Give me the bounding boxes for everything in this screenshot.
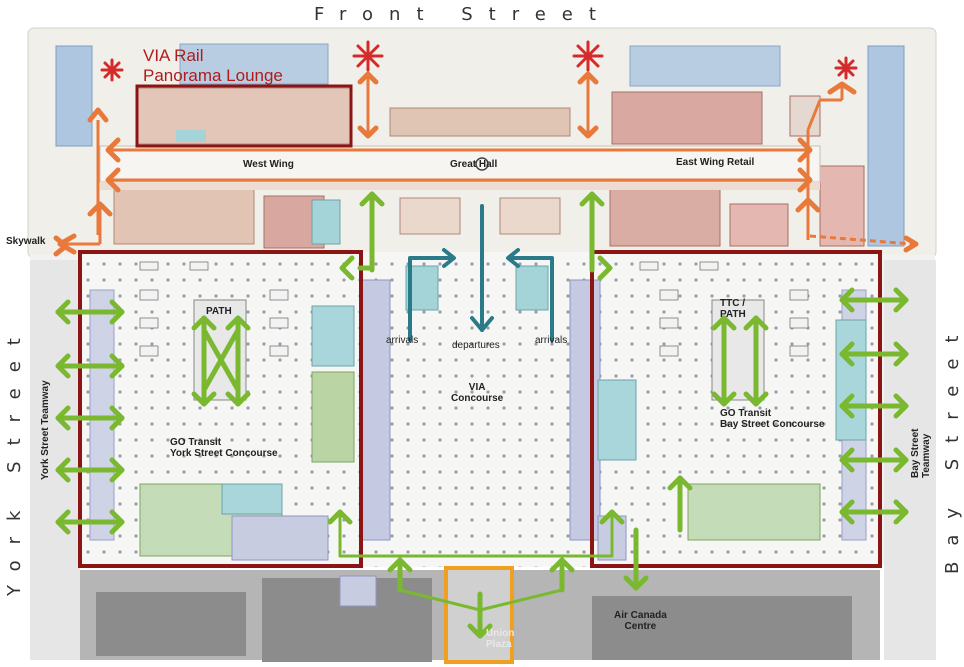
go-bay-concourse-label: GO Transit Bay Street Concourse	[720, 408, 825, 430]
union-plaza-label: Union Plaza	[486, 628, 515, 650]
air-canada-centre-label: Air Canada Centre	[614, 610, 667, 632]
skywalk-label: Skywalk	[6, 236, 46, 247]
go-york-concourse-label: GO Transit York Street Concourse	[170, 437, 278, 459]
bay-street-label: Bay Street	[942, 319, 963, 574]
great-hall-label: Great Hall	[450, 159, 498, 170]
arrivals-right-label: arrivals	[535, 335, 568, 346]
via-panorama-lounge-label: VIA Rail Panorama Lounge	[143, 46, 283, 85]
bay-street-teamway-label: Bay Street Teamway	[910, 428, 932, 478]
arrivals-left-label: arrivals	[386, 335, 419, 346]
west-wing-label: West Wing	[243, 159, 294, 170]
front-street-label: Front Street	[314, 4, 612, 25]
east-wing-retail-label: East Wing Retail	[676, 157, 755, 168]
path-west-label: PATH	[206, 306, 232, 317]
via-concourse-label: VIA Concourse	[451, 382, 504, 404]
departures-label: departures	[452, 340, 500, 351]
ttc-path-label: TTC / PATH	[720, 298, 746, 320]
york-street-label: York Street	[4, 322, 25, 596]
york-street-teamway-label: York Street Teamway	[40, 380, 51, 480]
